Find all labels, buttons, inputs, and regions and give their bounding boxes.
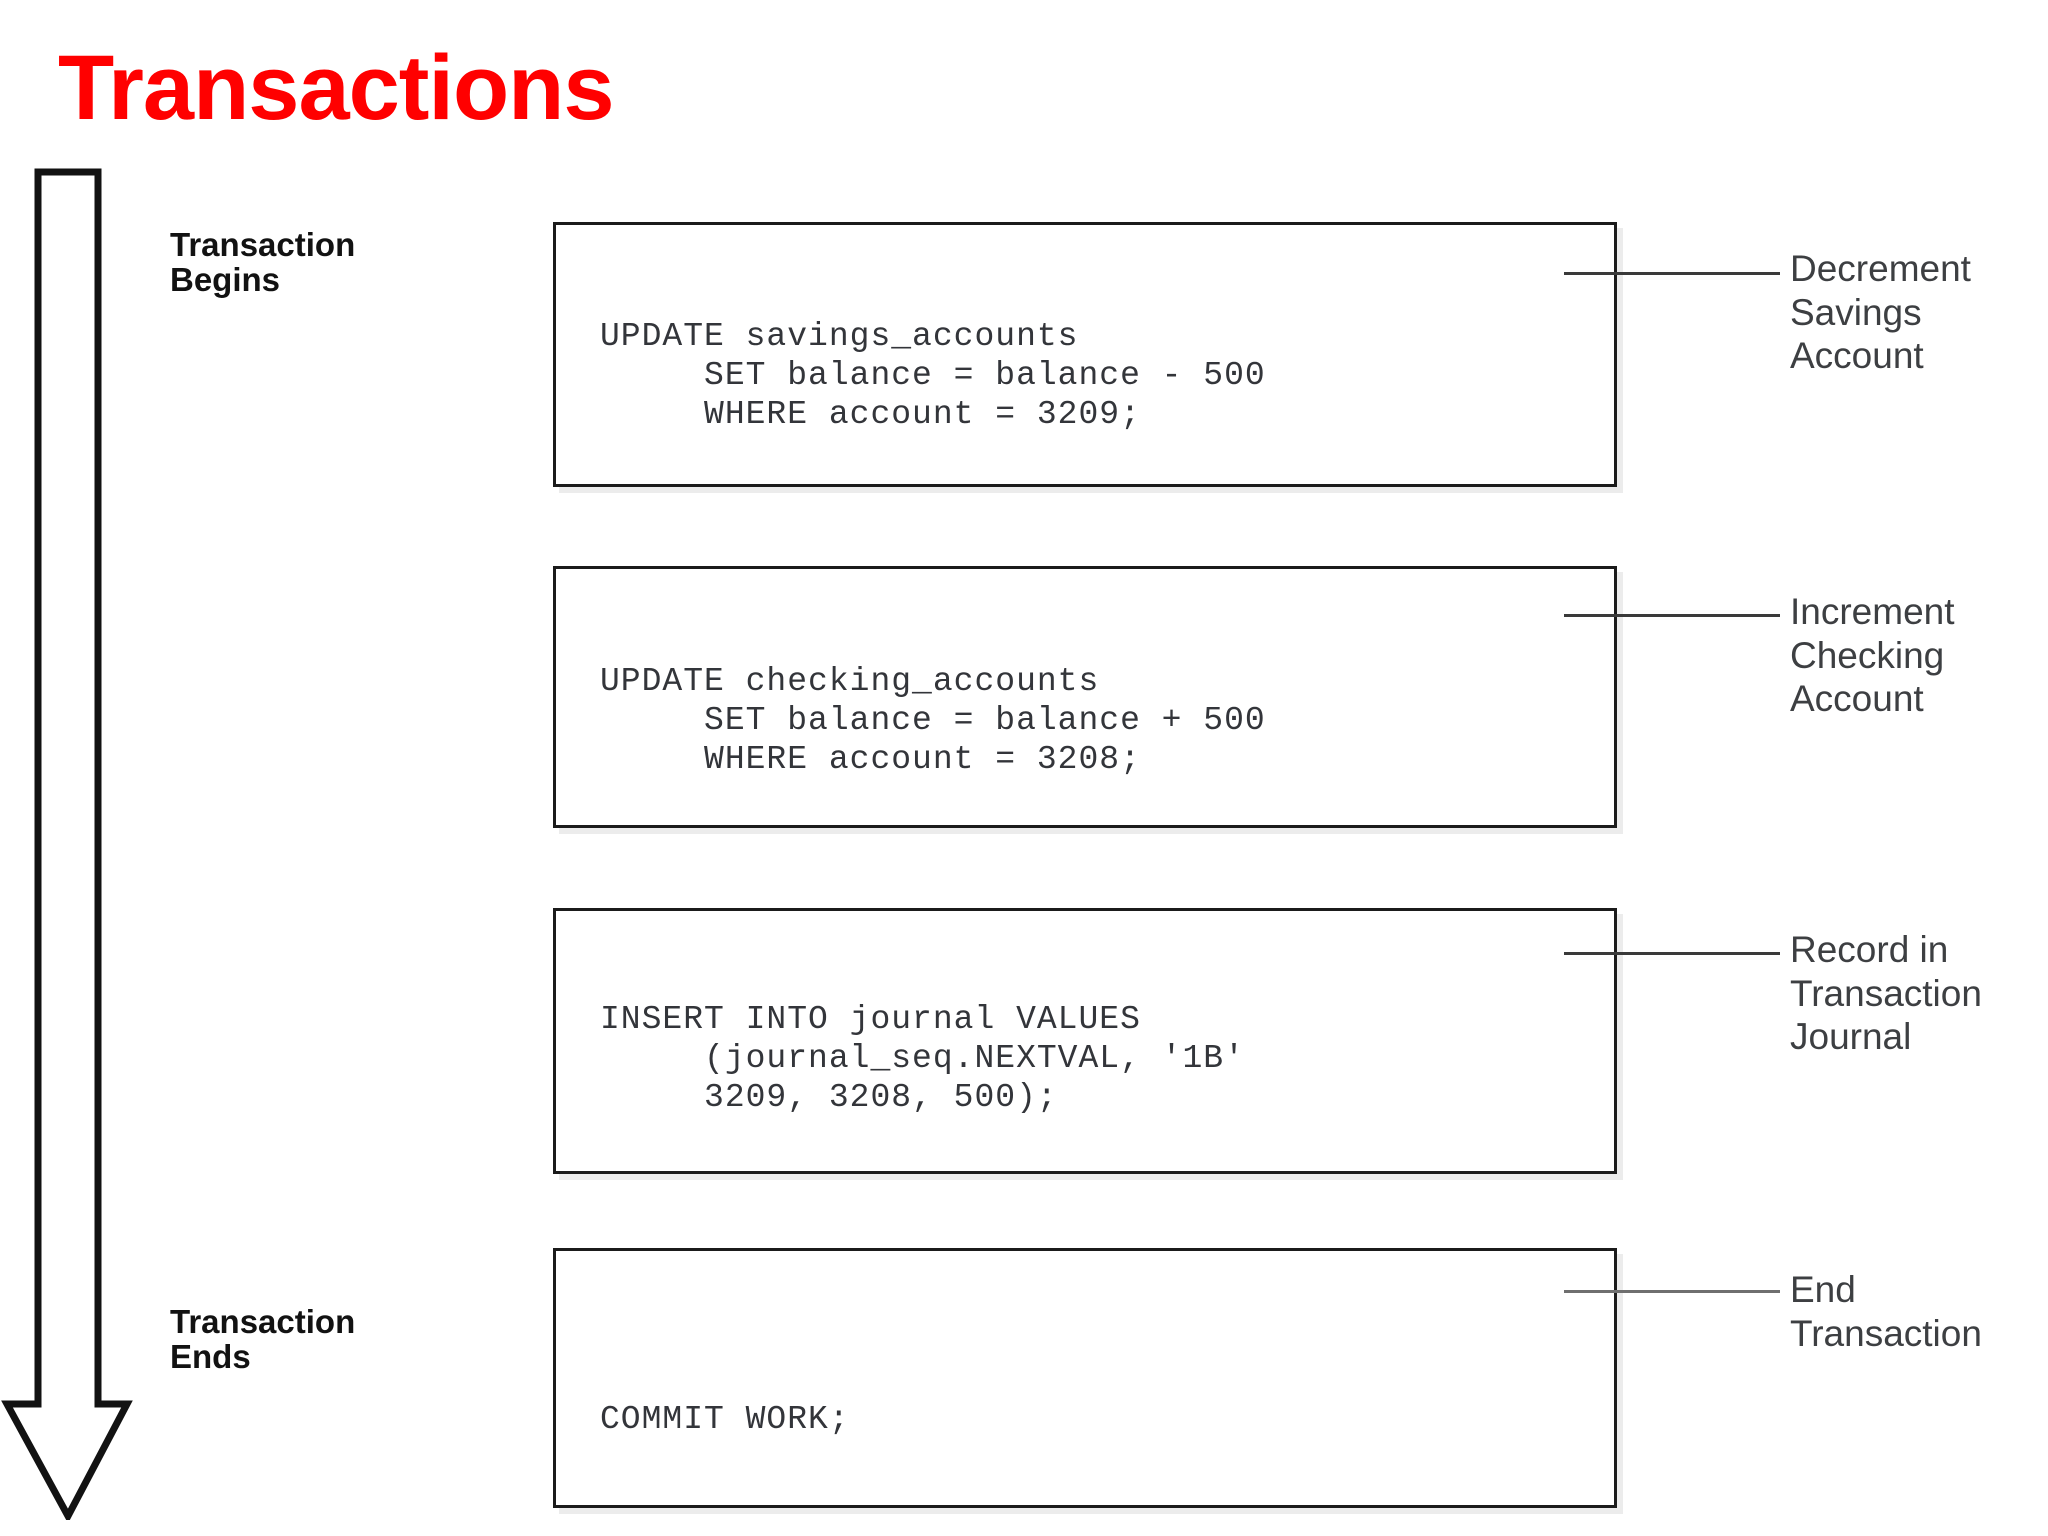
down-arrow-icon (1, 168, 133, 1524)
code-box-increment-checking (553, 566, 1617, 828)
code-box-journal-insert (553, 908, 1617, 1174)
leader-line-journal-insert (1564, 952, 1780, 955)
leader-line-decrement-savings (1564, 272, 1780, 275)
leader-line-commit (1564, 1290, 1780, 1293)
callout-increment-checking: Increment Checking Account (1790, 591, 1955, 720)
callout-journal-insert: Record in Transaction Journal (1790, 929, 1982, 1058)
sql-statement-increment-checking: UPDATE checking_accounts SET balance = b… (600, 663, 1266, 778)
sql-statement-decrement-savings: UPDATE savings_accounts SET balance = ba… (600, 318, 1266, 433)
transaction-ends-label: Transaction Ends (170, 1303, 356, 1375)
callout-decrement-savings: Decrement Savings Account (1790, 248, 1971, 377)
sql-statement-commit: COMMIT WORK; (600, 1401, 850, 1438)
callout-end-transaction: End Transaction (1790, 1269, 1982, 1354)
transaction-begins-label: Transaction Begins (170, 226, 356, 298)
leader-line-increment-checking (1564, 614, 1780, 617)
sql-statement-journal-insert: INSERT INTO journal VALUES (journal_seq.… (600, 1001, 1245, 1116)
transaction-timeline-arrow (0, 168, 140, 1524)
code-box-commit (553, 1248, 1617, 1508)
page-title: Transactions (58, 37, 615, 139)
code-box-decrement-savings (553, 222, 1617, 487)
